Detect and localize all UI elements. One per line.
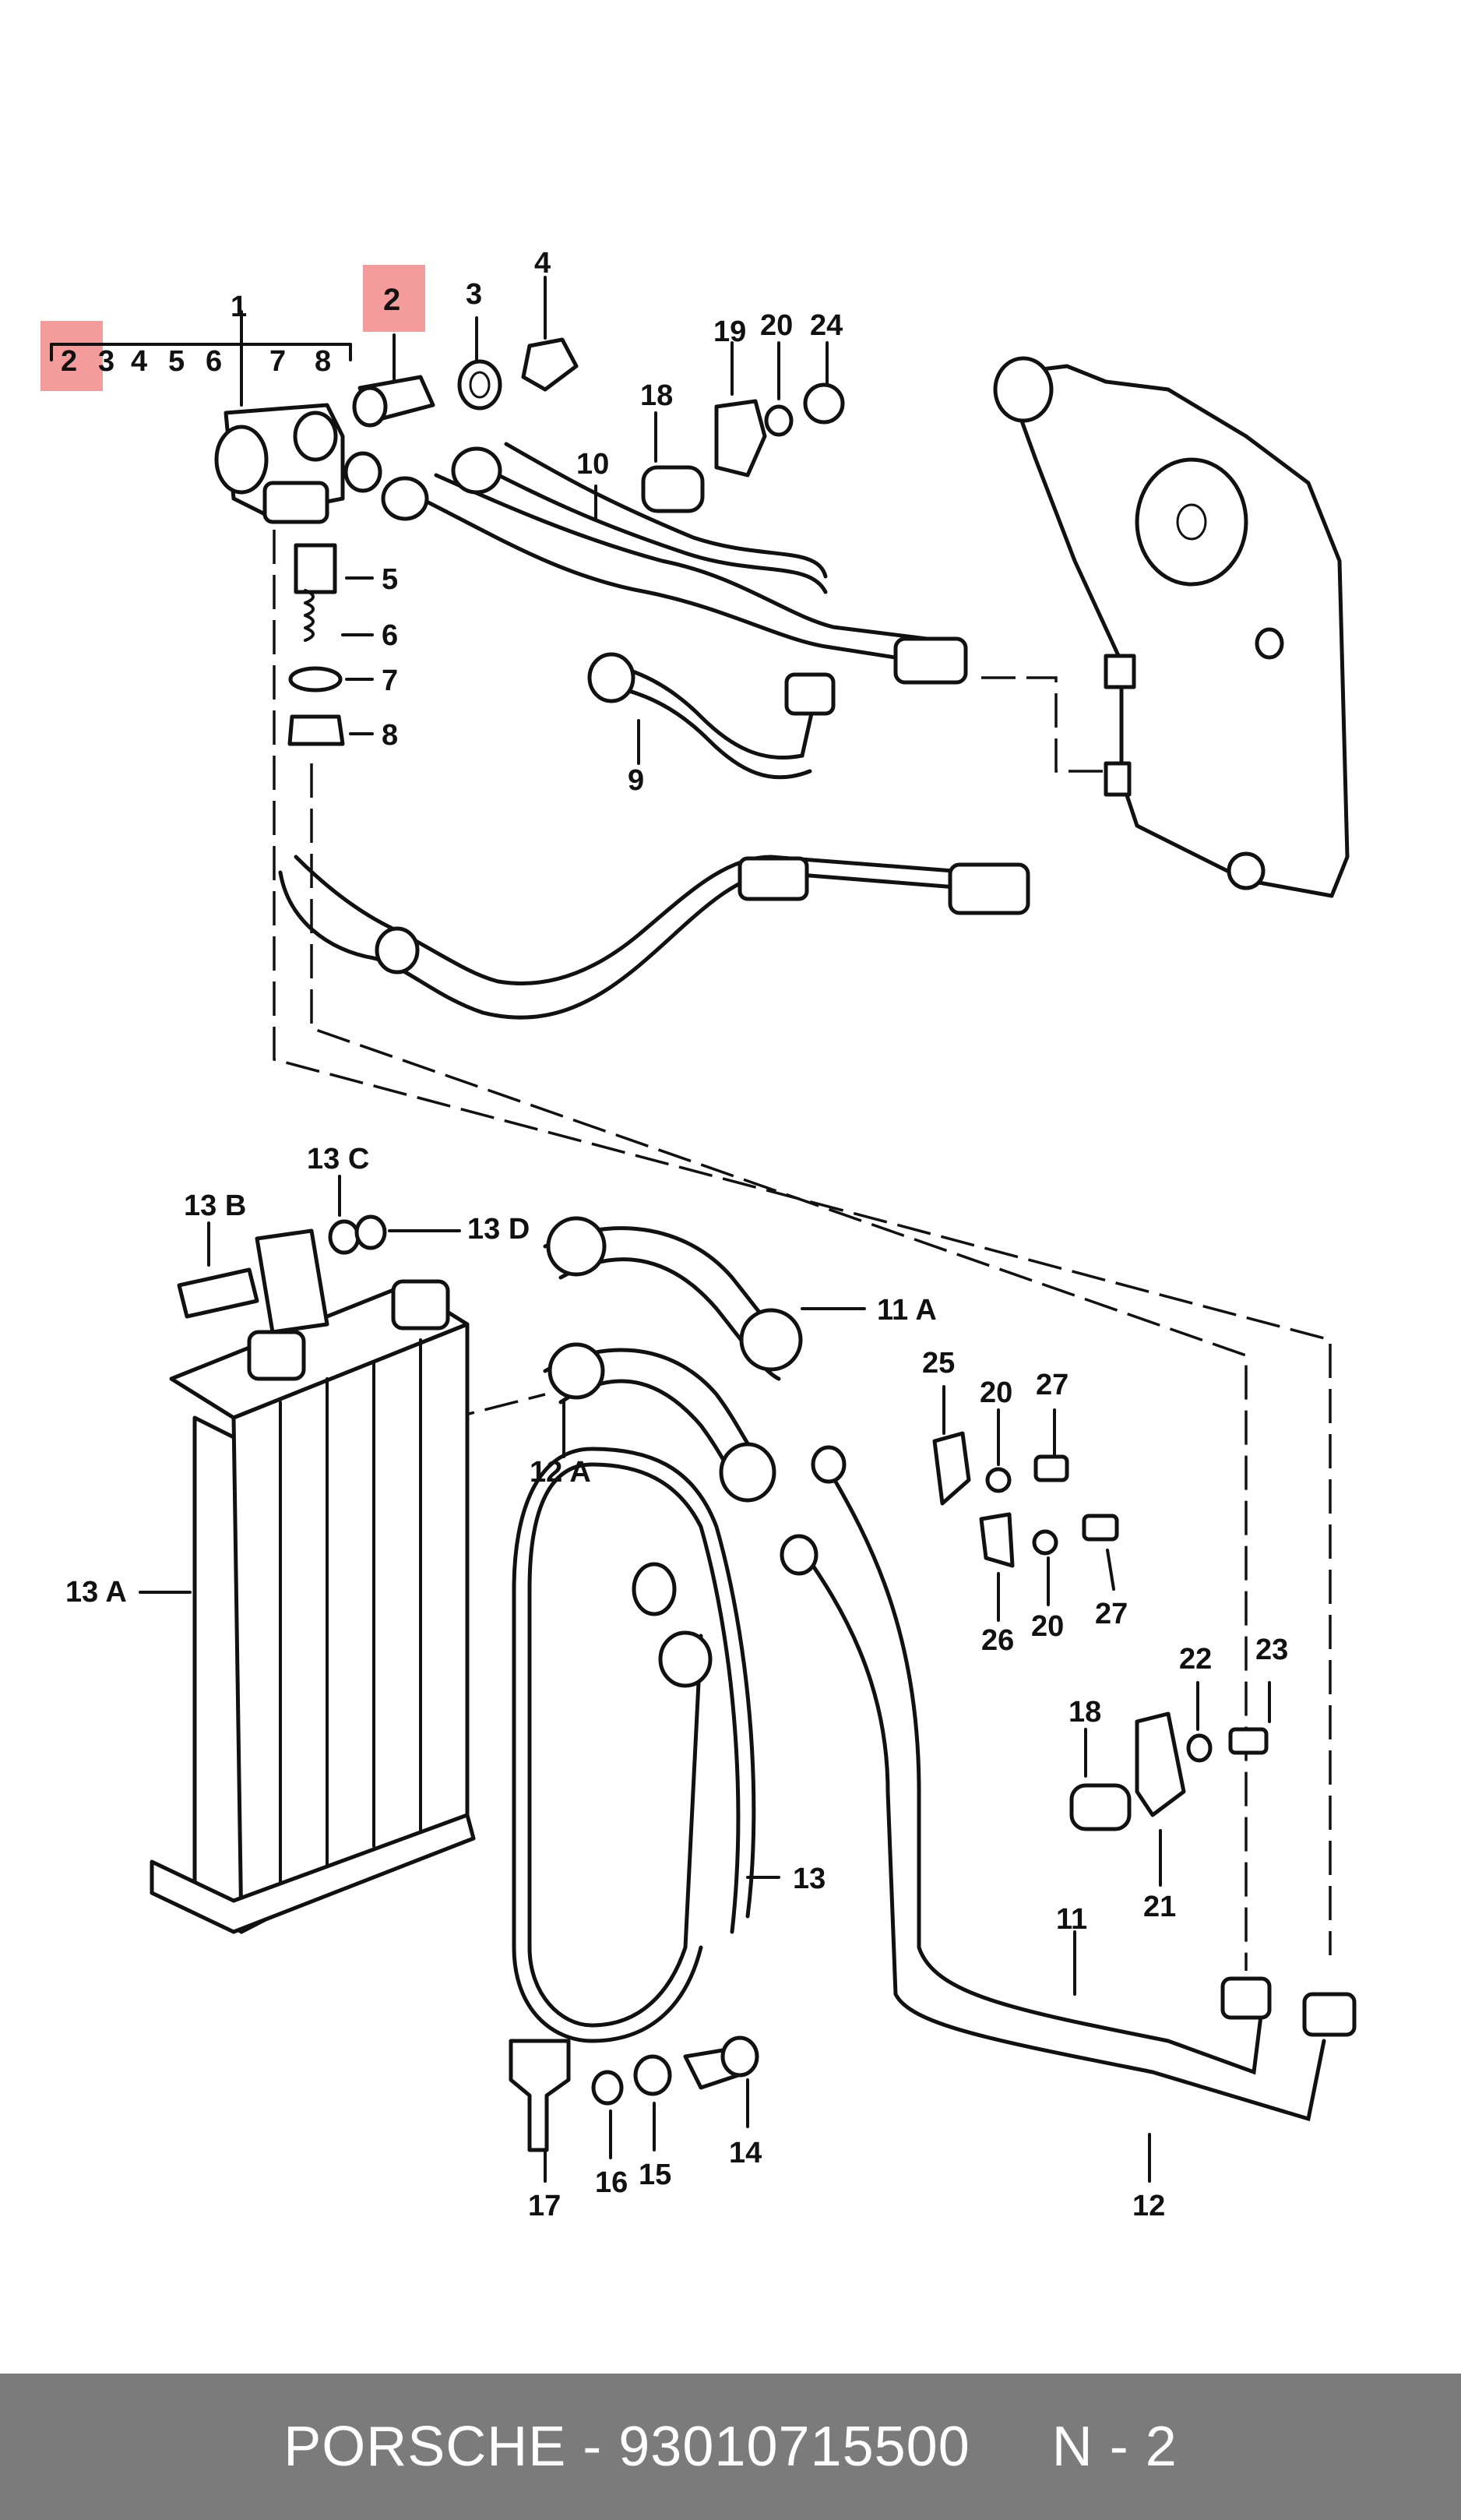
label-part-19: 19 <box>713 315 746 348</box>
label-part-5: 5 <box>382 563 398 596</box>
label-part-5-list: 5 <box>168 345 185 378</box>
label-part-6: 6 <box>382 619 398 652</box>
label-part-20-mid: 20 <box>980 1376 1012 1409</box>
label-part-13A: 13 A <box>65 1576 127 1609</box>
label-part-10: 10 <box>576 448 609 481</box>
label-part-21: 21 <box>1143 1891 1176 1923</box>
label-part-27-low: 27 <box>1095 1598 1128 1630</box>
label-part-12: 12 <box>1132 2190 1165 2222</box>
label-part-3-list: 3 <box>98 345 114 378</box>
long-coolant-hose <box>278 855 1030 1020</box>
label-part-3: 3 <box>466 278 482 311</box>
label-part-6-list: 6 <box>206 345 222 378</box>
dash-line-left-vertical <box>273 530 1332 1955</box>
heat-exchanger <box>139 1175 476 1934</box>
label-part-15: 15 <box>639 2159 671 2191</box>
dash-line-inner-vertical <box>310 763 1248 1971</box>
label-part-2: 2 <box>383 283 400 317</box>
upper-coolant-hoses <box>381 341 968 780</box>
label-part-26: 26 <box>981 1624 1014 1657</box>
label-part-18-top: 18 <box>640 379 673 412</box>
small-clips-and-bolts <box>932 1385 1271 1887</box>
label-part-17: 17 <box>528 2190 561 2222</box>
highlight-box-part-2-top <box>363 265 425 332</box>
label-part-23: 23 <box>1255 1634 1288 1666</box>
label-part-12A: 12 A <box>530 1456 591 1489</box>
parts-diagram: 1 2 3 4 5 6 7 8 2 3 4 5 6 7 8 9 10 18 19… <box>40 247 1357 2222</box>
label-part-14: 14 <box>729 2137 762 2169</box>
bottom-fasteners <box>509 2035 759 2183</box>
dash-line-tank <box>981 676 1114 773</box>
footer-bar: PORSCHE - 93010715500 N - 2 <box>0 2374 1461 2520</box>
label-part-8: 8 <box>382 719 398 752</box>
label-part-24: 24 <box>810 309 843 342</box>
label-part-1: 1 <box>231 291 247 323</box>
label-part-13D: 13 D <box>467 1213 530 1246</box>
label-part-25: 25 <box>922 1347 955 1380</box>
label-part-11A: 11 A <box>877 1294 937 1327</box>
label-part-7-list: 7 <box>269 345 286 378</box>
label-part-9: 9 <box>628 764 644 797</box>
label-part-7: 7 <box>382 664 398 697</box>
label-part-18-low: 18 <box>1068 1696 1101 1729</box>
label-part-16: 16 <box>595 2166 628 2199</box>
label-part-2-list: 2 <box>61 345 77 378</box>
label-part-13B: 13 B <box>184 1190 246 1222</box>
label-part-11: 11 <box>1056 1903 1087 1936</box>
heater-hoses <box>543 1216 866 1503</box>
footer-text: PORSCHE - 93010715500 N - 2 <box>283 2416 1178 2478</box>
expansion-tank <box>993 356 1350 898</box>
label-part-8-list: 8 <box>315 345 331 378</box>
label-part-4: 4 <box>534 247 551 280</box>
coolant-loop-pipe <box>512 1445 1357 2183</box>
label-part-13: 13 <box>793 1863 826 1895</box>
label-part-13C: 13 C <box>307 1143 369 1175</box>
thermostat-valve-assembly <box>50 276 579 746</box>
label-part-4-list: 4 <box>131 345 147 378</box>
label-part-20-low: 20 <box>1031 1610 1064 1643</box>
label-part-22: 22 <box>1179 1643 1212 1676</box>
label-part-27-top: 27 <box>1036 1369 1068 1401</box>
label-part-20-top: 20 <box>760 309 793 342</box>
